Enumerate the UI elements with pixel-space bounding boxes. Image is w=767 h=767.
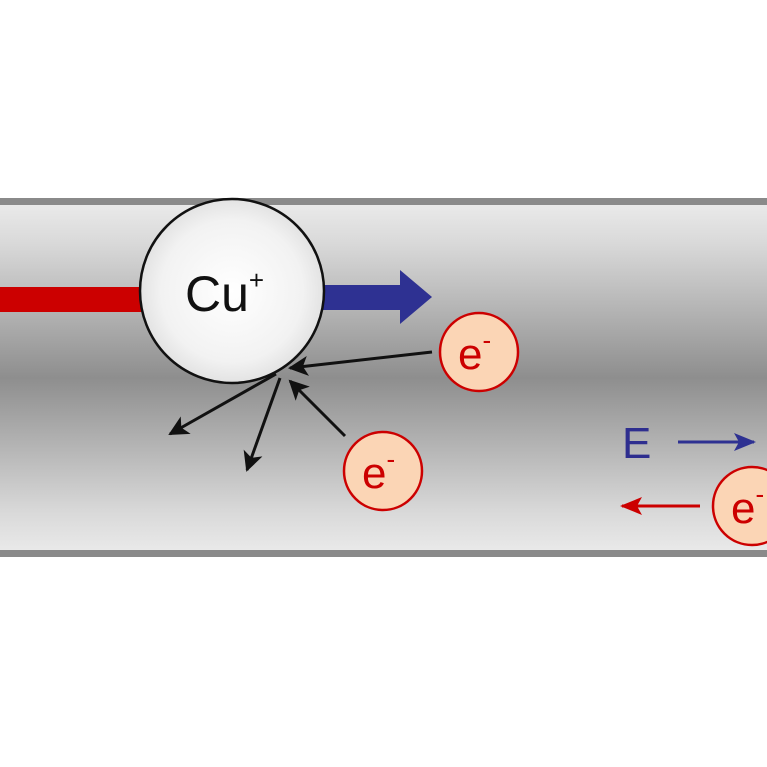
ion-symbol: Cu: [185, 266, 249, 322]
electron-label: e-: [731, 479, 764, 533]
electron-2: e-: [342, 430, 424, 512]
electron-label: e-: [458, 325, 491, 379]
wire-bottom-border: [0, 550, 767, 557]
ion-label: Cu+: [185, 265, 264, 322]
electron-circle-icon: [438, 311, 520, 393]
ion-drift-arrow-icon: [318, 270, 432, 324]
ion-charge: +: [249, 265, 264, 295]
scattered-arrow-2: [243, 377, 282, 472]
electron-circle-icon: [711, 465, 767, 547]
field-label: E: [622, 419, 651, 468]
cu-ion: Cu+: [138, 197, 326, 385]
field-legend: E: [622, 419, 756, 468]
incoming-electron-arrow-2: [288, 379, 347, 438]
ion-circle-icon: [138, 197, 326, 385]
scattered-arrow-1: [168, 372, 277, 436]
wire-top-border: [0, 198, 767, 205]
ion-trail: [0, 287, 148, 312]
electron-label: e-: [362, 444, 395, 498]
electron-1: e-: [438, 311, 520, 393]
electron-flow-legend: e-: [620, 465, 767, 547]
electron-circle-icon: [342, 430, 424, 512]
incoming-electron-arrow-1: [288, 350, 433, 376]
scatter-arrows: [168, 350, 433, 472]
